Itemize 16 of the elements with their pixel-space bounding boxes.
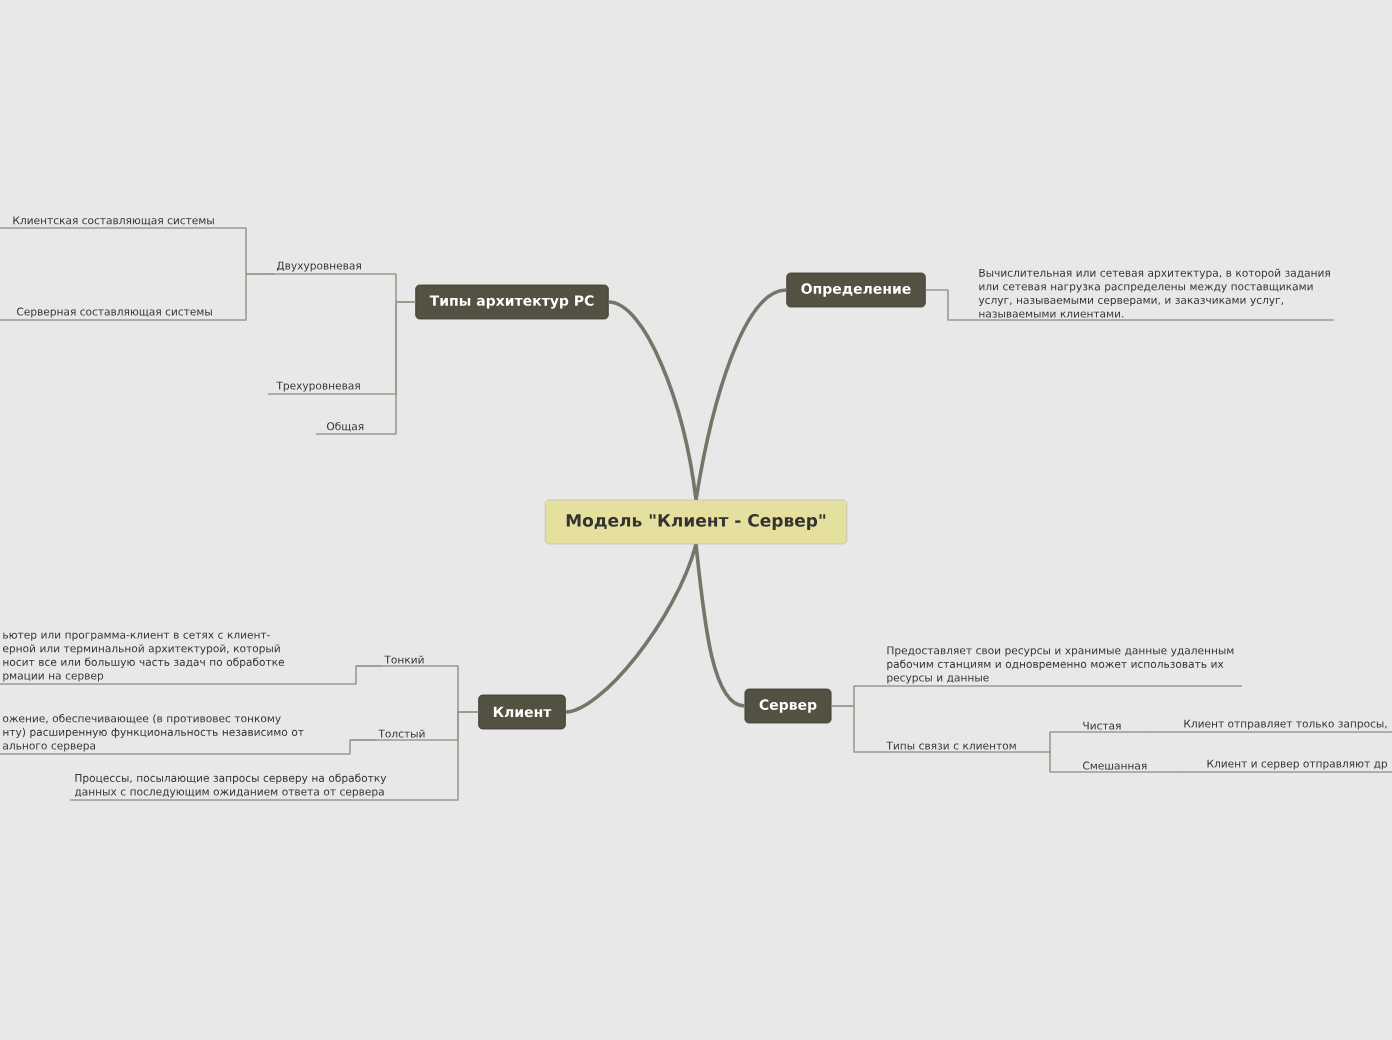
connector-line [1049,751,1181,773]
connector-line [1049,731,1151,753]
connector-line [608,300,698,500]
connector-line [69,711,479,801]
connector-line [830,705,1051,753]
connector-line [0,273,275,321]
connector-line [565,543,698,714]
connector-line [0,665,383,685]
connector-line [694,288,787,500]
connector-line [1179,771,1392,773]
central-topic-box: Модель "Клиент - Сервер" [544,499,848,545]
connector-line [694,544,745,708]
connector-line [0,739,377,755]
connector-line [1149,731,1392,733]
connector-line [315,301,417,435]
connector-line [924,289,1335,321]
